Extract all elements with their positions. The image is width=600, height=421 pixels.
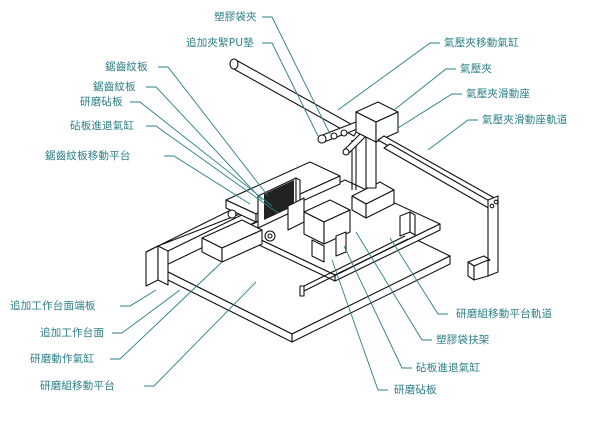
slide-rail-shape xyxy=(377,135,499,281)
label-sand-plate-advance-cylinder-2: 砧板進退氣缸 xyxy=(416,362,481,374)
grinding-rail-shape xyxy=(299,211,416,297)
label-pneumatic-clamp-move-cylinder: 氣壓夾移動氣缸 xyxy=(444,37,519,49)
label-pneumatic-clamp: 氣壓夾 xyxy=(460,63,493,75)
label-grinding-action-cylinder: 研磨動作氣缸 xyxy=(30,353,95,365)
label-plastic-bag-holder: 塑膠袋扶架 xyxy=(436,334,490,346)
slide-seat-shape xyxy=(355,101,399,143)
label-plastic-bag-clamp: 塑膠袋夾 xyxy=(214,11,257,23)
serrated-plate-shape xyxy=(257,177,301,229)
label-serrated-plate-2: 鋸齒紋板 xyxy=(93,81,136,93)
label-pneumatic-clamp-slide-seat: 氣壓夾滑動座 xyxy=(466,88,531,100)
label-serrated-plate-move-platform: 鋸齒紋板移動平台 xyxy=(45,150,131,162)
label-grinding-sand-plate-2: 研磨砧板 xyxy=(394,384,437,396)
label-extra-worktable-end-plate: 追加工作台面端板 xyxy=(10,300,96,312)
label-extra-worktable: 追加工作台面 xyxy=(40,327,105,339)
label-sand-plate-advance-cylinder: 砧板進退氣缸 xyxy=(70,120,135,132)
label-extra-clamp-pu-pad: 追加夾緊PU墊 xyxy=(186,37,254,49)
grinding-cylinder-shape xyxy=(201,219,263,263)
label-grinding-group-platform-rail: 研磨組移動平台軌道 xyxy=(456,308,553,320)
pneumatic-cylinder-shape xyxy=(229,58,359,137)
leader-lines xyxy=(110,16,478,391)
label-pneumatic-clamp-slide-seat-rail: 氣壓夾滑動座軌道 xyxy=(482,114,568,126)
label-grinding-sand-plate: 研磨砧板 xyxy=(80,96,123,108)
label-grinding-group-move-platform: 研磨組移動平台 xyxy=(40,380,115,392)
label-serrated-plate-1: 鋸齒紋板 xyxy=(105,61,148,73)
grinding-sand-plate-shape xyxy=(287,197,351,263)
